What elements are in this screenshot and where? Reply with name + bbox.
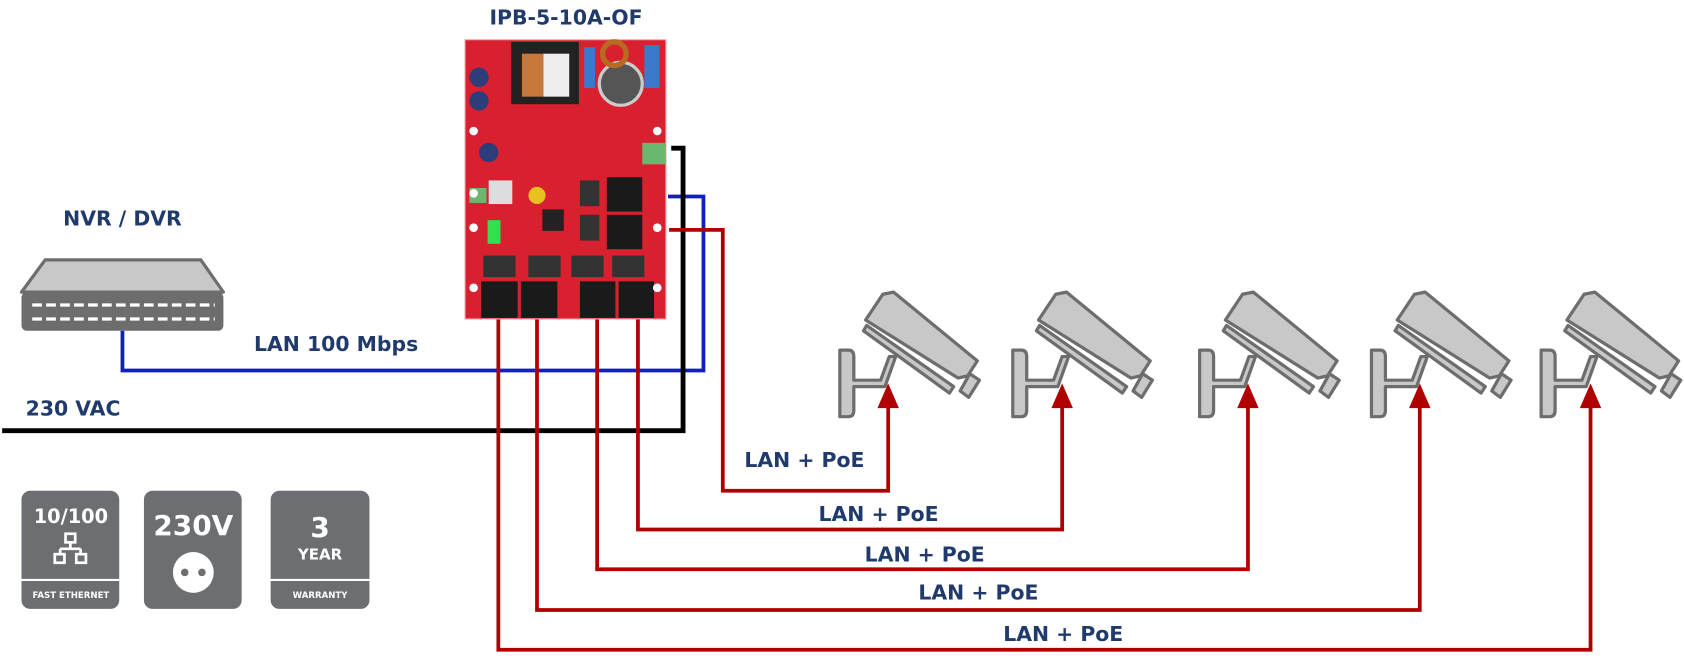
poe-arrow	[1237, 383, 1259, 409]
camera-icon	[1011, 290, 1154, 419]
power-label: 230 VAC	[26, 397, 121, 421]
camera-icon	[1369, 290, 1513, 419]
nvr-label: NVR / DVR	[63, 207, 182, 231]
poe-arrow	[877, 383, 899, 409]
poe-wire-1	[669, 227, 891, 493]
poe-label-3: LAN + PoE	[865, 543, 985, 567]
badge-fast-ethernet: 10/100 FAST ETHERNET	[21, 490, 120, 609]
camera-icon	[1198, 290, 1341, 419]
badge-voltage-top: 230V	[153, 509, 233, 542]
badge-ethernet-bottom: FAST ETHERNET	[33, 591, 110, 601]
lan-wire	[120, 194, 706, 373]
poe-wire-3	[595, 317, 1250, 572]
network-icon	[53, 532, 88, 565]
badge-warranty: 3 YEAR WARRANTY	[270, 490, 370, 609]
poe-label-1: LAN + PoE	[744, 448, 864, 472]
device-title: IPB-5-10A-OF	[489, 6, 642, 30]
poe-arrow	[1579, 383, 1602, 409]
power-wire	[2, 145, 686, 434]
camera-icon	[1539, 290, 1683, 419]
poe-switch-board	[464, 39, 667, 320]
badge-ethernet-top: 10/100	[34, 505, 108, 528]
nvr-dvr-device	[19, 258, 226, 331]
badge-warranty-middle: YEAR	[297, 546, 343, 564]
poe-label-2: LAN + PoE	[819, 502, 939, 526]
power-socket-icon	[172, 552, 214, 593]
poe-label-4: LAN + PoE	[918, 580, 1038, 604]
poe-arrow	[1051, 383, 1073, 409]
badge-warranty-bottom: WARRANTY	[293, 591, 349, 601]
poe-wire-4	[535, 317, 1422, 612]
poe-wire-5	[496, 317, 1593, 652]
poe-arrow	[1409, 383, 1431, 409]
poe-label-5: LAN + PoE	[1003, 622, 1123, 646]
poe-wire-2	[636, 317, 1065, 532]
badge-230v: 230V	[143, 490, 242, 609]
lan-label: LAN 100 Mbps	[254, 332, 418, 356]
wires	[2, 145, 1593, 652]
camera-icon	[838, 290, 982, 419]
badge-warranty-top: 3	[310, 511, 329, 544]
